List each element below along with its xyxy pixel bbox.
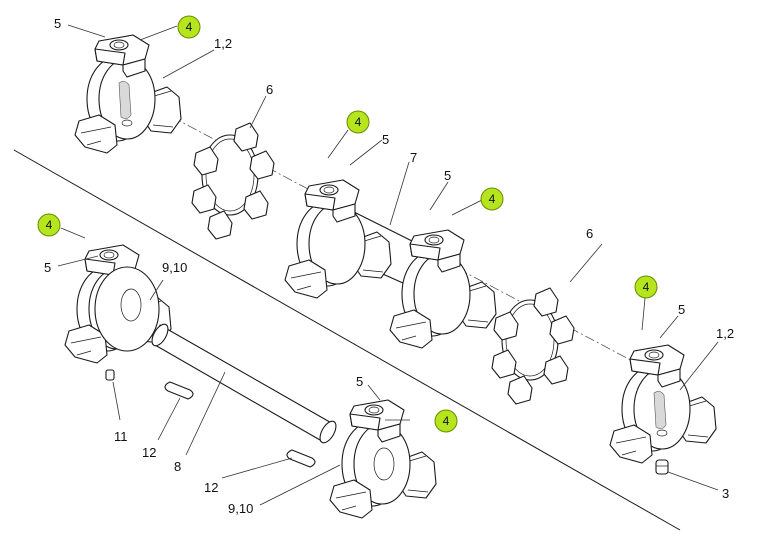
callout-9-10-bottom: 9,10 <box>228 501 253 516</box>
badge-circle <box>634 275 658 299</box>
callout-1-2-right: 1,2 <box>716 326 734 341</box>
callout-4-bottom: 4 <box>434 409 458 433</box>
svg-text:5: 5 <box>54 16 61 31</box>
svg-text:5: 5 <box>382 132 389 147</box>
svg-text:5: 5 <box>444 168 451 183</box>
callout-4-top-left: 4 <box>177 15 201 39</box>
svg-text:5: 5 <box>678 302 685 317</box>
section-divider-line <box>13 149 681 531</box>
svg-text:4: 4 <box>443 414 450 428</box>
svg-text:4: 4 <box>46 218 53 232</box>
hub-top-left <box>75 35 181 153</box>
center-spacer-part <box>284 179 497 349</box>
callout-6-top: 6 <box>266 82 273 97</box>
callout-4-left: 4 <box>37 213 61 237</box>
svg-text:12: 12 <box>142 445 156 460</box>
callout-5-top-left: 5 <box>54 16 61 31</box>
callout-12-key-lower: 12 <box>204 480 218 495</box>
callout-4-center-right: 4 <box>480 187 504 211</box>
callout-4-center-left: 4 <box>346 110 370 134</box>
svg-text:9,10: 9,10 <box>162 260 187 275</box>
badge-circle <box>434 409 458 433</box>
set-screw-part-11 <box>105 369 115 381</box>
callout-7-center: 7 <box>410 150 417 165</box>
svg-text:4: 4 <box>186 20 193 34</box>
key-part-12-lower <box>286 449 316 468</box>
callout-5-bottom: 5 <box>356 374 363 389</box>
shaft-part-8 <box>151 323 337 444</box>
svg-text:3: 3 <box>722 486 729 501</box>
key-part-12-upper <box>164 381 194 400</box>
set-screw-part-3 <box>655 459 669 475</box>
callout-8-shaft: 8 <box>174 459 181 474</box>
badge-circle <box>37 213 61 237</box>
svg-text:8: 8 <box>174 459 181 474</box>
badge-circle <box>177 15 201 39</box>
callout-3: 3 <box>722 486 729 501</box>
svg-text:5: 5 <box>44 260 51 275</box>
spider-element-right <box>491 287 575 405</box>
svg-text:1,2: 1,2 <box>214 36 232 51</box>
svg-text:4: 4 <box>355 115 362 129</box>
svg-text:9,10: 9,10 <box>228 501 253 516</box>
callout-6-right: 6 <box>586 226 593 241</box>
callout-5-center-right: 5 <box>444 168 451 183</box>
svg-text:4: 4 <box>643 280 650 294</box>
spider-element-top <box>191 122 275 240</box>
svg-text:11: 11 <box>114 429 128 444</box>
svg-text:1,2: 1,2 <box>716 326 734 341</box>
callout-9-10-left: 9,10 <box>162 260 187 275</box>
callout-4-right: 4 <box>634 275 658 299</box>
callout-5-right: 5 <box>678 302 685 317</box>
leader-lines <box>57 24 719 506</box>
badge-circle <box>480 187 504 211</box>
svg-text:7: 7 <box>410 150 417 165</box>
callout-5-center-left: 5 <box>382 132 389 147</box>
hub-bottom <box>329 399 437 519</box>
svg-text:5: 5 <box>356 374 363 389</box>
callout-5-left: 5 <box>44 260 51 275</box>
svg-text:12: 12 <box>204 480 218 495</box>
hub-left <box>64 244 172 364</box>
svg-text:6: 6 <box>266 82 273 97</box>
hub-right <box>610 345 716 463</box>
svg-text:4: 4 <box>489 192 496 206</box>
callout-11: 11 <box>114 429 128 444</box>
svg-text:6: 6 <box>586 226 593 241</box>
callout-1-2-top-left: 1,2 <box>214 36 232 51</box>
badge-circle <box>346 110 370 134</box>
callout-12-key-upper: 12 <box>142 445 156 460</box>
